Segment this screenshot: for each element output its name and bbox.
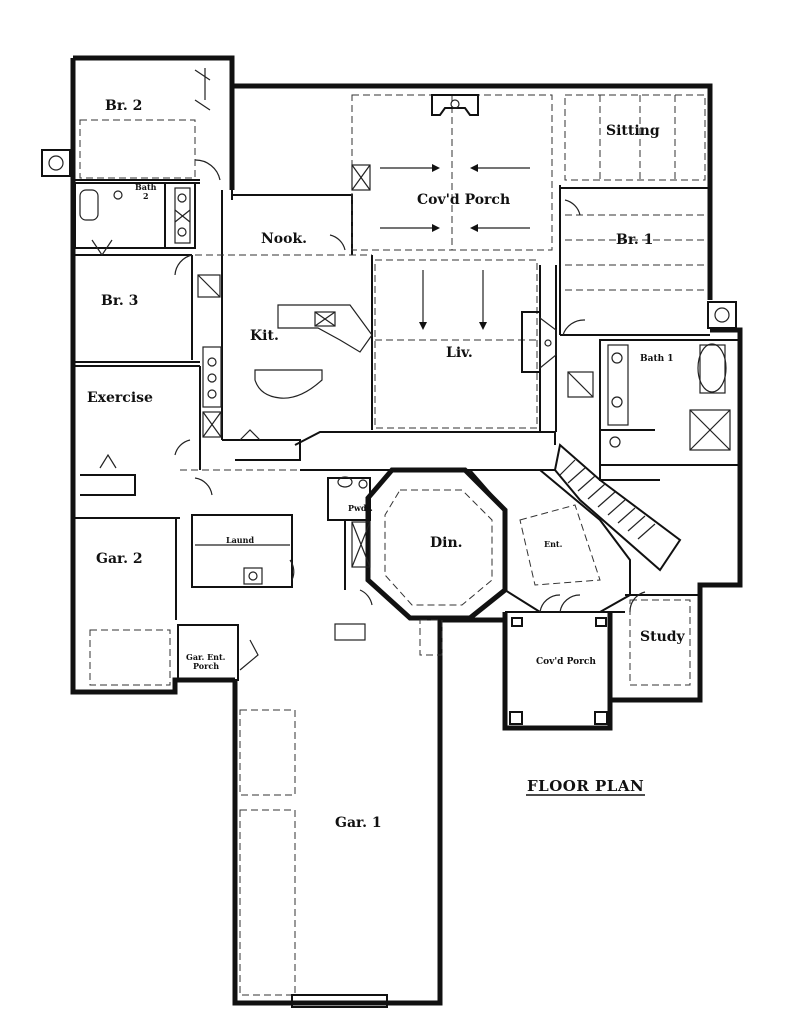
label-din: Din.	[430, 535, 463, 551]
dining-octagon	[365, 467, 508, 621]
label-study: Study	[640, 629, 686, 645]
room-labels: Br. 2 Bath 2 Br. 3 Exercise Gar. 2 Gar. …	[87, 98, 686, 831]
label-nook: Nook.	[261, 231, 307, 247]
arrows	[380, 164, 530, 330]
label-br1: Br. 1	[616, 232, 653, 248]
plan-title: FLOOR PLAN	[527, 777, 644, 795]
label-gar1: Gar. 1	[335, 815, 382, 831]
label-sitting: Sitting	[606, 123, 660, 139]
label-br2: Br. 2	[105, 98, 142, 114]
label-br3: Br. 3	[101, 293, 138, 309]
label-covd-porch-rear: Cov'd Porch	[417, 192, 510, 208]
label-covd-porch-front: Cov'd Porch	[536, 657, 596, 667]
label-liv: Liv.	[446, 345, 473, 361]
label-kit: Kit.	[250, 328, 279, 344]
label-bath1: Bath 1	[640, 354, 674, 364]
interior-walls	[73, 179, 741, 701]
label-gar2: Gar. 2	[96, 551, 143, 567]
label-laund: Laund	[226, 535, 254, 545]
entry-angled	[467, 443, 682, 613]
dashed-lines	[79, 94, 706, 996]
door-swings	[91, 68, 646, 671]
exterior-walls	[70, 55, 743, 1006]
label-pwdr: Pwdr.	[348, 503, 373, 513]
label-bath2-num: 2	[143, 191, 149, 201]
label-gar-ent-porch-b: Porch	[193, 661, 219, 671]
fixtures	[41, 94, 737, 1008]
label-gar-ent-porch-a: Gar. Ent.	[186, 652, 226, 662]
label-exercise: Exercise	[87, 390, 153, 406]
label-bath2: Bath	[135, 182, 157, 192]
label-ent: Ent.	[544, 539, 563, 549]
